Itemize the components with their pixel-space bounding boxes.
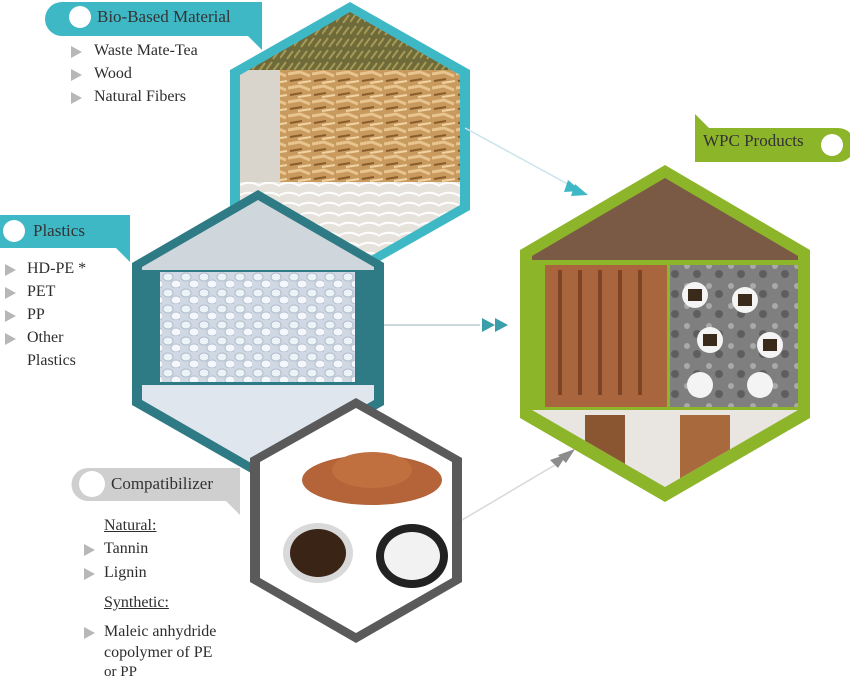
natural-item: Tannin: [104, 540, 149, 557]
bio-item: Natural Fibers: [94, 88, 186, 105]
bullet-icon: [71, 92, 82, 104]
plastics-title: Plastics: [33, 221, 85, 240]
plastics-item: Other: [27, 329, 64, 346]
bio-title: Bio-Based Material: [97, 7, 231, 26]
bullet-icon: [84, 627, 95, 639]
bullet-icon: [84, 568, 95, 580]
plastics-item: Plastics: [27, 352, 76, 369]
wpc-hexagon: [520, 165, 810, 502]
bullet-icon: [71, 69, 82, 81]
wpc-label-tab: [695, 114, 850, 162]
natural-heading: Natural:: [104, 517, 157, 534]
compatibilizer-hexagon: [250, 398, 462, 643]
bullet-icon: [5, 287, 16, 299]
plastics-item: HD-PE *: [27, 260, 87, 277]
synthetic-heading: Synthetic:: [104, 594, 169, 611]
connector-arrows: [384, 127, 588, 521]
compatibilizer-title: Compatibilizer: [111, 474, 213, 493]
bullet-icon: [84, 544, 95, 556]
bullet-icon: [5, 310, 16, 322]
synthetic-line: Maleic anhydride: [104, 623, 217, 640]
bullet-icon: [5, 264, 16, 276]
bio-item: Waste Mate-Tea: [94, 42, 198, 59]
bullet-icon: [5, 333, 16, 345]
plastics-item: PP: [27, 306, 45, 323]
synthetic-line: or PP: [104, 664, 137, 680]
wpc-title: WPC Products: [703, 131, 804, 150]
bio-label-tab: [45, 2, 262, 50]
bullet-icon: [71, 46, 82, 58]
plastics-item: PET: [27, 283, 56, 300]
synthetic-line: copolymer of PE: [104, 644, 213, 661]
natural-item: Lignin: [104, 564, 147, 581]
bio-item: Wood: [94, 65, 132, 82]
plastics-label-tab: [0, 215, 130, 262]
compatibilizer-label-tab: [71, 468, 240, 515]
